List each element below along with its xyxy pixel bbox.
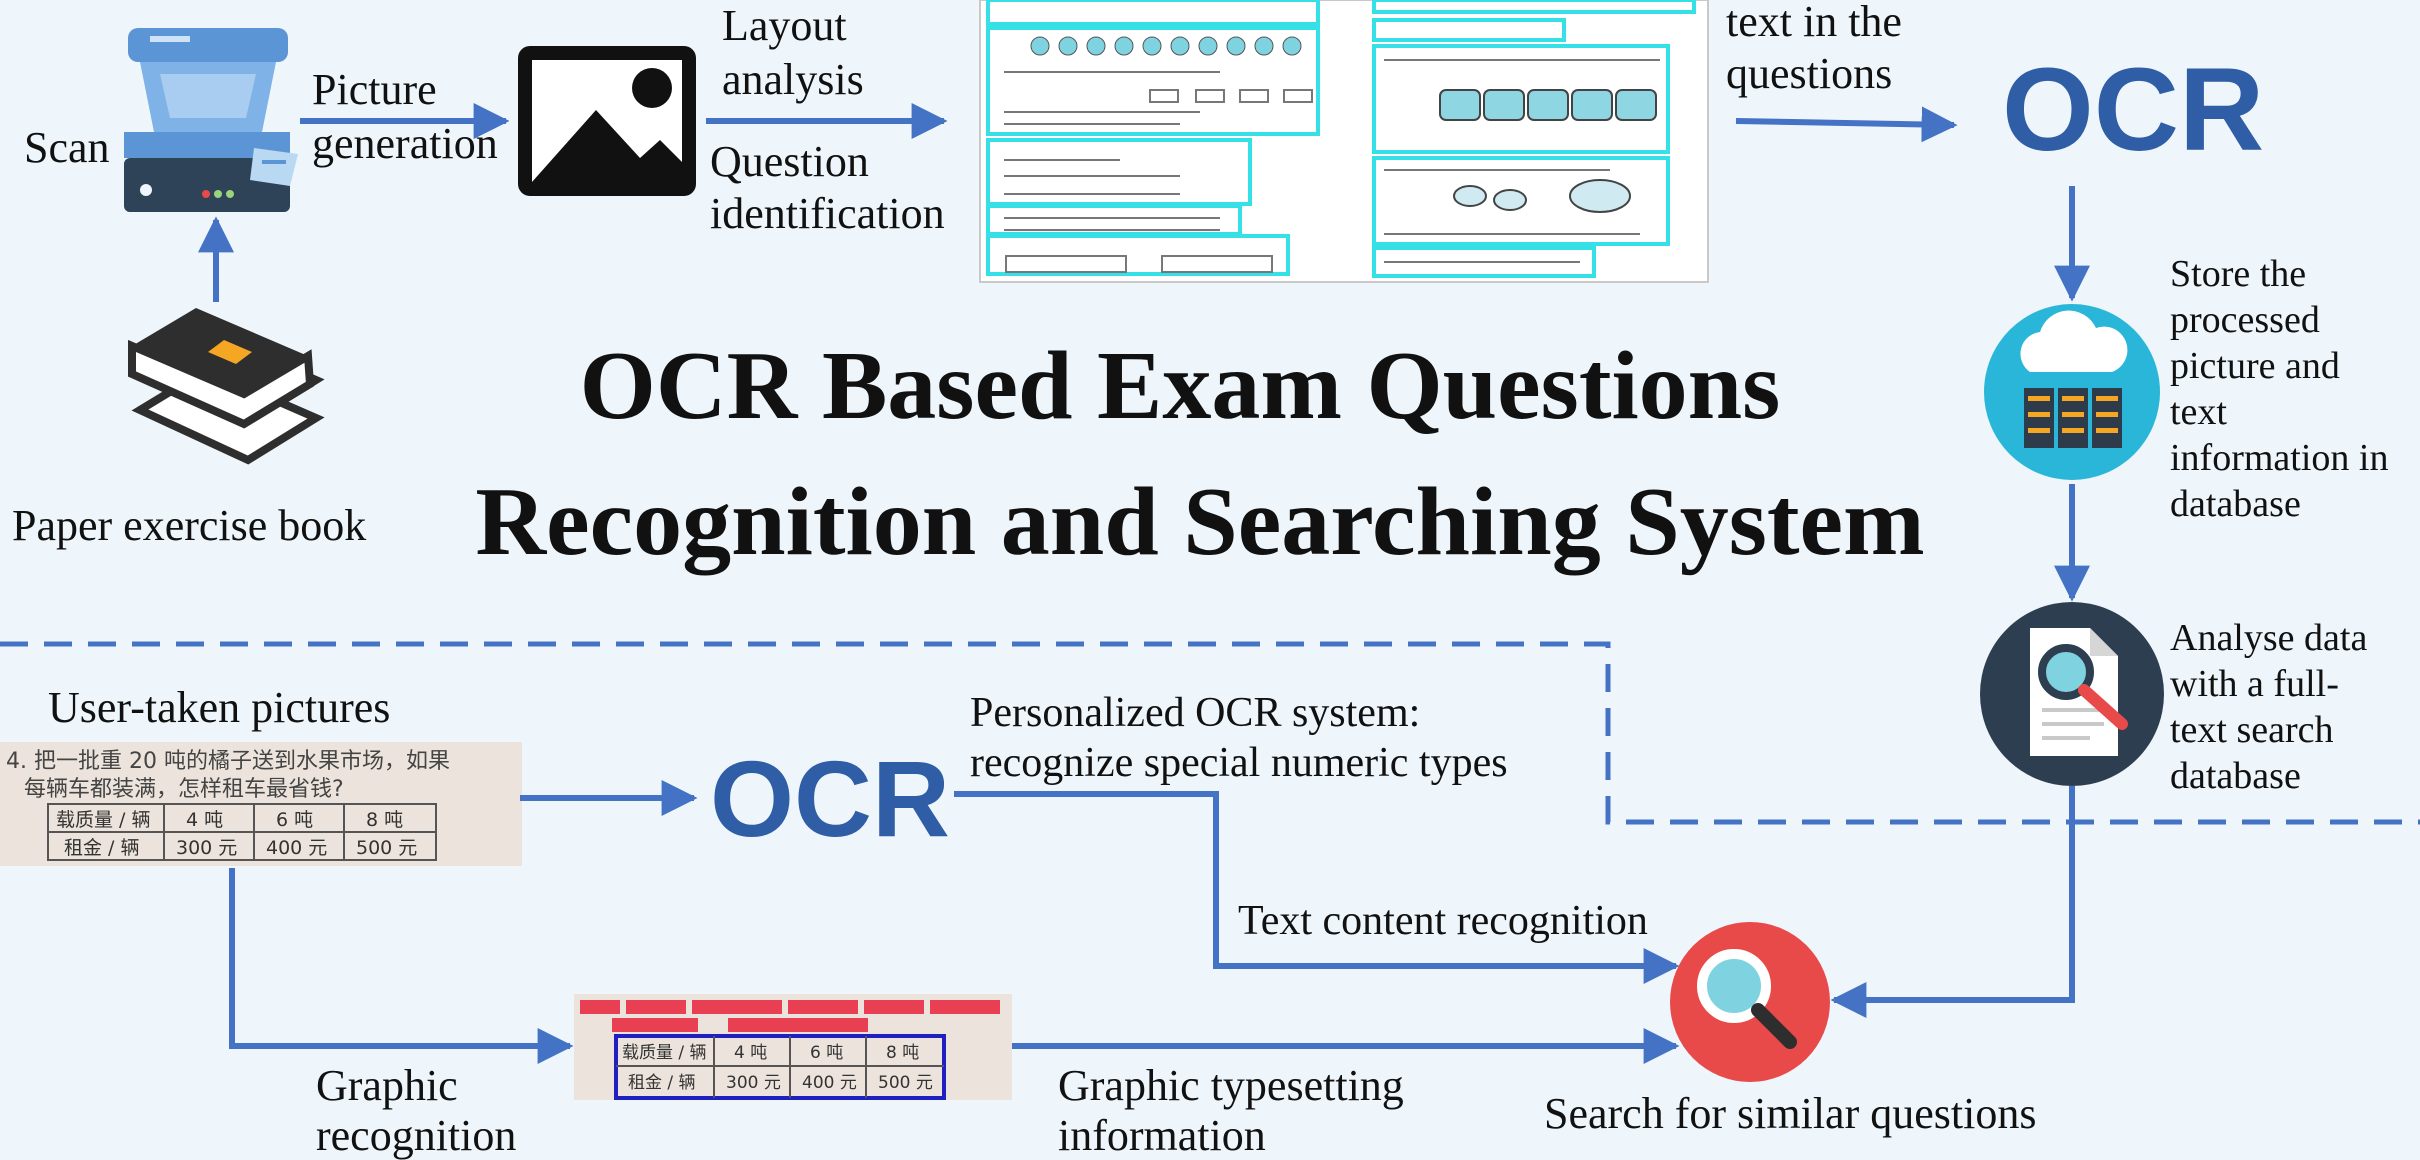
search-similar-label: Search for similar questions [1544, 1089, 2036, 1138]
graphic-cell-r2c4: 500 元 [878, 1073, 933, 1093]
text-in-questions-label-line-2: questions [1726, 49, 1892, 98]
photo-cell-r2c4: 500 元 [356, 837, 417, 859]
graphic-recognition-label-line-2: recognition [316, 1111, 516, 1160]
photo-cell-r1c1: 载质量 / 辆 [56, 809, 150, 831]
analyse-label-line-2: with a full- [2170, 663, 2339, 705]
graphic-cell-r2c2: 300 元 [726, 1073, 781, 1093]
ocr-top-label: OCR [2002, 44, 2264, 176]
graphic-cell-r1c1: 载质量 / 辆 [622, 1043, 707, 1063]
graphic-recognition-label-line-1: Graphic [316, 1061, 458, 1110]
photo-cell-r2c1: 租金 / 辆 [64, 837, 139, 859]
text-content-label: Text content recognition [1238, 898, 1648, 944]
graphic-cell-r2c1: 租金 / 辆 [628, 1073, 696, 1093]
personalized-label-line-1: Personalized OCR system: [970, 690, 1420, 736]
store-label: Store the processed picture and text inf… [2170, 253, 2388, 525]
graphic-cell-r2c3: 400 元 [802, 1073, 857, 1093]
store-label-line-5: information in [2170, 437, 2388, 479]
picture-generation-label-line-1: Picture [312, 65, 437, 114]
store-label-line-2: processed [2170, 299, 2320, 341]
photo-cell-r1c4: 8 吨 [366, 809, 403, 831]
analyse-label-line-3: text search [2170, 709, 2334, 751]
user-question-photo: 4. 把一批重 20 吨的橘子送到水果市场，如果 每辆车都装满，怎样租车最省钱?… [0, 742, 522, 866]
text-in-questions-label-line-1: text in the [1726, 0, 1902, 46]
scan-label: Scan [24, 123, 110, 172]
scanner-icon [124, 28, 298, 212]
store-label-line-1: Store the [2170, 253, 2306, 295]
graphic-cell-r1c4: 8 吨 [886, 1043, 919, 1063]
search-icon [1670, 922, 1830, 1082]
store-label-line-4: text [2170, 391, 2227, 433]
photo-cell-r1c2: 4 吨 [186, 809, 223, 831]
photo-cell-r2c2: 300 元 [176, 837, 237, 859]
title-line-2: Recognition and Searching System [475, 468, 1924, 576]
picture-generation-label-line-2: generation [312, 119, 498, 168]
layout-analysis-label-line-1: Layout [722, 1, 847, 50]
graphic-typesetting-label-line-2: information [1058, 1111, 1266, 1160]
graphic-typesetting-label-line-1: Graphic typesetting [1058, 1061, 1404, 1110]
analyse-label-line-4: database [2170, 755, 2301, 797]
book-stack-icon [128, 308, 325, 465]
question-identification-label-line-1: Question [710, 137, 869, 186]
layout-analysis-label-line-2: analysis [722, 55, 864, 104]
arrow-layout-to-ocr [1735, 106, 1958, 143]
analyse-label: Analyse data with a full- text search da… [2170, 617, 2367, 797]
title-line-1: OCR Based Exam Questions [580, 332, 1781, 440]
question-identification-label-line-2: identification [710, 189, 945, 238]
arrow-analyse-to-search [1830, 786, 2075, 1018]
user-pictures-label: User-taken pictures [48, 683, 390, 732]
store-label-line-3: picture and [2170, 345, 2340, 387]
graphic-cell-r1c3: 6 吨 [810, 1043, 843, 1063]
paper-book-label: Paper exercise book [12, 501, 366, 550]
arrow-ocr-to-search-text [954, 791, 1680, 984]
dashed-separator [0, 641, 2420, 825]
photo-cell-r2c3: 400 元 [266, 837, 327, 859]
graphic-cell-r1c2: 4 吨 [734, 1043, 767, 1063]
document-search-icon [1980, 602, 2164, 786]
photo-question-line-1: 4. 把一批重 20 吨的橘子送到水果市场，如果 [6, 749, 450, 774]
picture-icon [518, 46, 696, 196]
ocr-bottom-label: OCR [710, 738, 950, 859]
photo-question-line-2: 每辆车都装满，怎样租车最省钱? [24, 777, 344, 802]
personalized-label-line-2: recognize special numeric types [970, 740, 1508, 786]
analyse-label-line-1: Analyse data [2170, 617, 2367, 659]
photo-cell-r1c3: 6 吨 [276, 809, 313, 831]
exam-page-thumbnail [979, 0, 1709, 283]
store-label-line-6: database [2170, 483, 2301, 525]
cloud-database-icon [1984, 304, 2160, 480]
arrow-photo-to-graphic [229, 868, 574, 1064]
graphic-recognition-photo: 载质量 / 辆 4 吨 6 吨 8 吨 租金 / 辆 300 元 400 元 5… [574, 994, 1012, 1100]
